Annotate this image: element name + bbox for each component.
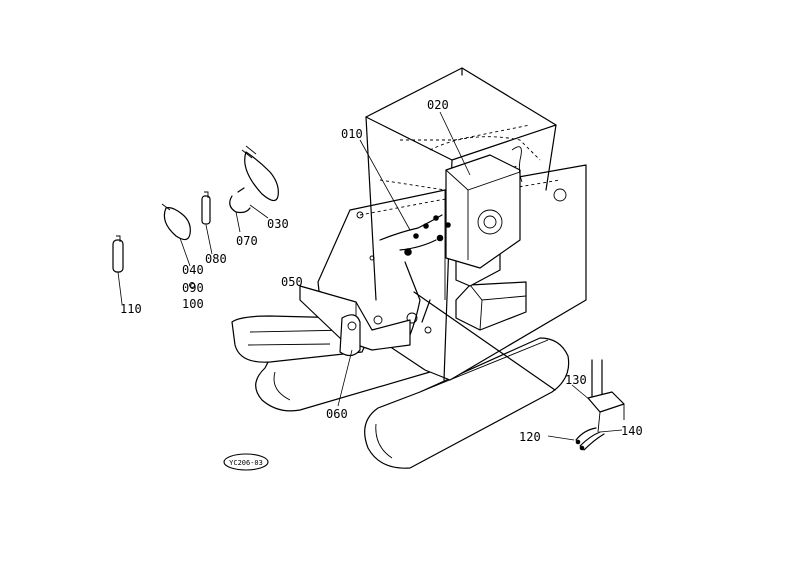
label-120: 120 (519, 430, 541, 444)
figure-code-text: YC206-03 (229, 459, 263, 467)
pin-110 (112, 235, 124, 273)
label-030: 030 (267, 217, 289, 231)
clamp-030 (241, 145, 279, 202)
label-110: 110 (120, 302, 142, 316)
label-130: 130 (565, 373, 587, 387)
control-panel-020 (436, 146, 567, 269)
clip-080 (201, 191, 211, 225)
label-080: 080 (205, 252, 227, 266)
clip-070 (229, 187, 251, 214)
clamp-040 (161, 203, 191, 241)
label-090: 090 (182, 281, 204, 295)
label-140: 140 (621, 424, 643, 438)
wiring-harness-010 (356, 211, 443, 336)
label-050: 050 (281, 275, 303, 289)
clamp-060 (339, 314, 361, 357)
label-010: 010 (341, 127, 363, 141)
label-020: 020 (427, 98, 449, 112)
washer-090 (189, 282, 195, 288)
label-060: 060 (326, 407, 348, 421)
leader-lines (117, 111, 623, 441)
label-070: 070 (236, 234, 258, 248)
wire-set-120-140 (575, 427, 605, 451)
crawler-track-front (364, 337, 570, 469)
battery-switch-130 (587, 359, 625, 433)
figure-code-badge: YC206-03 (223, 453, 269, 471)
cable-run (413, 291, 556, 391)
label-100: 100 (182, 297, 204, 311)
cab-frame (365, 67, 557, 381)
label-040: 040 (182, 263, 204, 277)
